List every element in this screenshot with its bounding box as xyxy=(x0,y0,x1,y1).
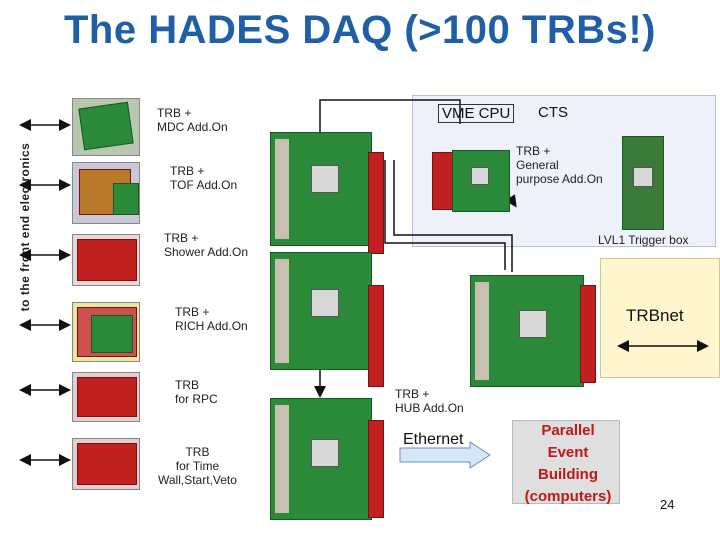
addon-board-3 xyxy=(368,420,384,518)
page-number: 24 xyxy=(660,497,675,512)
cts-label: CTS xyxy=(538,104,568,121)
shower-addon-label: TRB + Shower Add.On xyxy=(164,231,249,259)
trbnet-label: TRBnet xyxy=(626,306,684,325)
ethernet-label: Ethernet xyxy=(403,431,464,448)
event-building-label: Parallel Event Building (computers) xyxy=(524,422,612,505)
general-addon-label: TRB + General purpose Add.On xyxy=(516,144,603,186)
vme-cpu-label: VME CPU xyxy=(438,104,515,123)
trigger-line-1 xyxy=(319,99,461,132)
trigger-line-3 xyxy=(393,160,513,272)
trigger-line-2 xyxy=(384,160,506,270)
rpc-thumbnail xyxy=(72,372,140,422)
tof-addon-label: TRB + TOF Add.On xyxy=(170,164,238,192)
trb-board-stack-1 xyxy=(270,132,372,246)
trb-board-stack-2 xyxy=(270,252,372,370)
hub-addon-label: TRB + HUB Add.On xyxy=(395,387,464,415)
trbnet-region xyxy=(600,258,720,378)
computers-illustration xyxy=(512,420,620,504)
lvl1-trigger-label: LVL1 Trigger box xyxy=(598,233,689,247)
mdc-thumbnail xyxy=(72,98,140,156)
vme-board xyxy=(622,136,664,230)
ethernet-arrow xyxy=(399,441,491,469)
rich-thumbnail xyxy=(72,302,140,362)
rpc-addon-label: TRB for RPC xyxy=(175,378,218,406)
shower-thumbnail xyxy=(72,234,140,286)
slide-title: The HADES DAQ (>100 TRBs!) xyxy=(64,8,656,52)
hub-addon xyxy=(580,285,596,383)
tof-thumbnail xyxy=(72,162,140,224)
rich-addon-label: TRB + RICH Add.On xyxy=(175,305,248,333)
addon-board-2 xyxy=(368,285,384,387)
cts-addon-board xyxy=(432,152,454,210)
mdc-addon-label: TRB + MDC Add.On xyxy=(157,106,228,134)
time-thumbnail xyxy=(72,438,140,490)
addon-board-1 xyxy=(368,152,384,254)
time-addon-label: TRB for Time Wall,Start,Veto xyxy=(158,445,237,487)
trb-board-stack-3 xyxy=(270,398,372,520)
cts-trb-board xyxy=(452,150,510,212)
hub-board xyxy=(470,275,584,387)
